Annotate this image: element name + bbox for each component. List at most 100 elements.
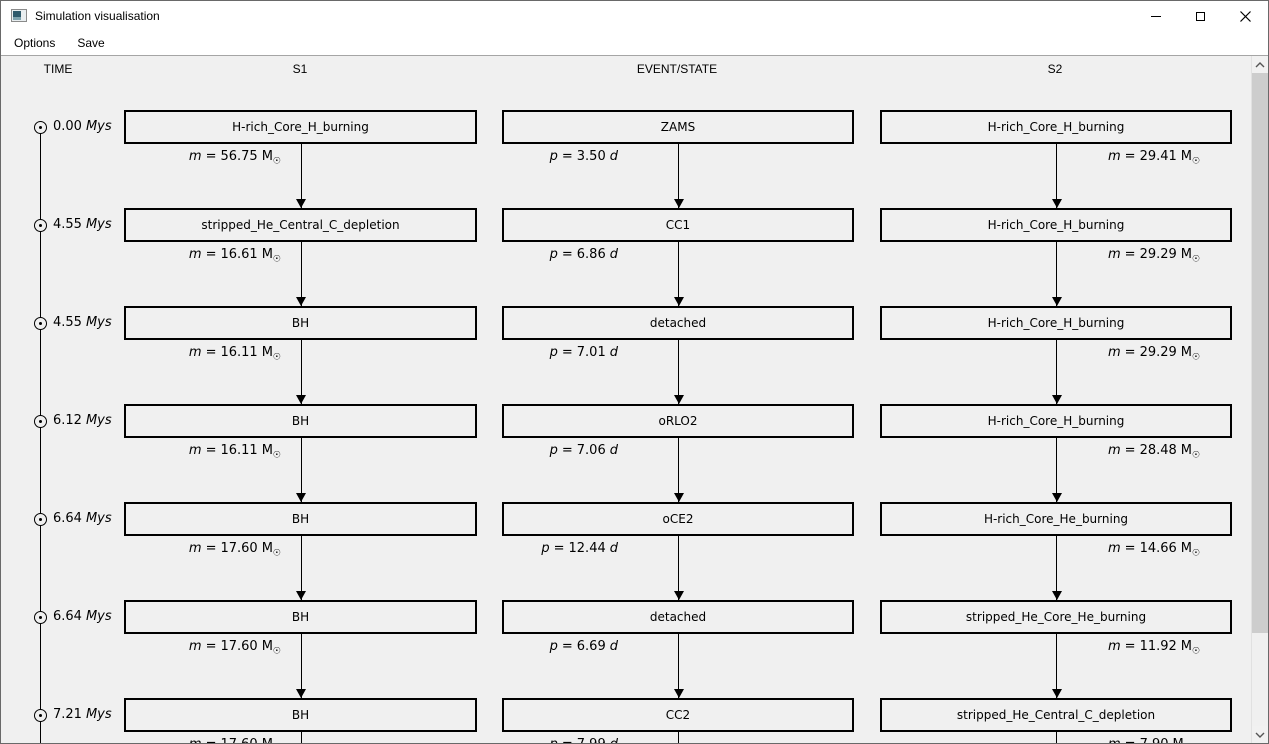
arrow-line — [300, 242, 302, 306]
sun-symbol: ☉ — [1192, 646, 1201, 657]
mass-unit: M — [1180, 443, 1193, 458]
mass-symbol: m — [188, 541, 202, 556]
event-state-label: oCE2 — [662, 512, 694, 526]
arrow-line — [300, 634, 302, 698]
equals-sign: = — [1125, 737, 1136, 743]
equals-sign: = — [1124, 345, 1136, 360]
s2-state-label: H-rich_Core_H_burning — [987, 218, 1125, 232]
menu-save[interactable]: Save — [77, 36, 105, 50]
maximize-button[interactable] — [1178, 1, 1223, 31]
time-value: 6.64 — [53, 609, 82, 624]
equals-sign: = — [553, 541, 565, 556]
s1-state-box: BH — [124, 502, 477, 536]
mass-symbol: m — [1108, 443, 1121, 458]
event-state-label: detached — [649, 610, 707, 624]
period-symbol: p — [549, 149, 558, 164]
time-value: 6.64 — [53, 511, 82, 526]
period-value: 7.06 — [576, 443, 606, 458]
mass-value: 7.90 — [1140, 737, 1169, 743]
arrow-line — [1056, 438, 1057, 502]
scrollbar-thumb[interactable] — [1252, 73, 1268, 633]
mass-unit: M — [261, 443, 273, 458]
equals-sign: = — [561, 345, 573, 360]
mass-value: 17.60 — [220, 737, 257, 743]
period-symbol: p — [549, 639, 558, 654]
sun-symbol: ☉ — [272, 646, 281, 657]
mass-unit: M — [261, 247, 273, 262]
minimize-button[interactable] — [1133, 1, 1178, 31]
app-icon — [11, 9, 27, 22]
chevron-up-icon — [1255, 61, 1265, 67]
arrow-line — [678, 536, 679, 600]
event-state-label: CC1 — [665, 218, 691, 232]
mass-value: 16.11 — [220, 345, 258, 360]
period-value: 7.99 — [577, 737, 606, 743]
arrow-line — [300, 536, 302, 600]
s2-state-label: H-rich_Core_He_burning — [983, 512, 1129, 526]
window-title: Simulation visualisation — [35, 9, 160, 23]
scroll-down-button[interactable] — [1252, 726, 1268, 743]
mass-unit: M — [1173, 737, 1184, 743]
equals-sign: = — [1124, 247, 1136, 262]
mass-symbol: m — [1108, 541, 1121, 556]
sun-symbol: ☉ — [272, 450, 281, 461]
equals-sign: = — [561, 149, 573, 164]
arrow-line — [300, 340, 302, 404]
mass-value: 16.61 — [220, 247, 258, 262]
sun-symbol: ☉ — [272, 156, 281, 167]
period-unit: d — [609, 443, 618, 458]
arrow-line — [300, 144, 302, 208]
event-state-box: ZAMS — [502, 110, 854, 144]
s2-state-label: stripped_He_Core_He_burning — [965, 610, 1147, 624]
scroll-up-button[interactable] — [1252, 56, 1268, 73]
column-header-event: EVENT/STATE — [636, 62, 718, 76]
close-button[interactable] — [1223, 1, 1268, 31]
time-value: 0.00 — [53, 119, 82, 134]
menu-options[interactable]: Options — [14, 36, 56, 50]
equals-sign: = — [205, 345, 217, 360]
vertical-scrollbar[interactable] — [1251, 56, 1268, 743]
event-state-box: detached — [502, 600, 854, 634]
timeline-radio-icon — [34, 219, 47, 232]
time-unit: Mys — [85, 315, 112, 330]
s1-state-label: BH — [291, 414, 310, 428]
mass-unit: M — [1180, 639, 1193, 654]
time-value: 7.21 — [53, 707, 82, 722]
arrow-line — [1056, 144, 1057, 208]
period-symbol: p — [549, 345, 558, 360]
time-value: 6.12 — [53, 413, 82, 428]
arrow-line — [1056, 536, 1057, 600]
mass-unit: M — [1180, 247, 1193, 262]
time-unit: Mys — [85, 119, 112, 134]
arrow-line — [300, 438, 302, 502]
sun-symbol: ☉ — [1192, 450, 1201, 461]
period-unit: d — [609, 149, 618, 164]
equals-sign: = — [561, 639, 573, 654]
mass-value: 29.29 — [1139, 247, 1177, 262]
equals-sign: = — [205, 639, 217, 654]
sun-symbol: ☉ — [272, 254, 281, 265]
period-unit: d — [609, 345, 618, 360]
equals-sign: = — [205, 247, 217, 262]
mass-unit: M — [261, 345, 273, 360]
column-header-time: TIME — [43, 62, 73, 76]
mass-unit: M — [262, 737, 273, 743]
equals-sign: = — [1124, 639, 1136, 654]
time-unit: Mys — [85, 511, 112, 526]
event-state-box: CC1 — [502, 208, 854, 242]
arrow-line — [1056, 634, 1057, 698]
mass-symbol: m — [188, 639, 202, 654]
mass-unit: M — [1180, 345, 1193, 360]
timeline-radio-icon — [34, 121, 47, 134]
s1-state-label: H-rich_Core_H_burning — [232, 120, 369, 134]
equals-sign: = — [561, 443, 573, 458]
s1-state-label: stripped_He_Central_C_depletion — [201, 218, 400, 232]
sun-symbol: ☉ — [1192, 352, 1201, 363]
